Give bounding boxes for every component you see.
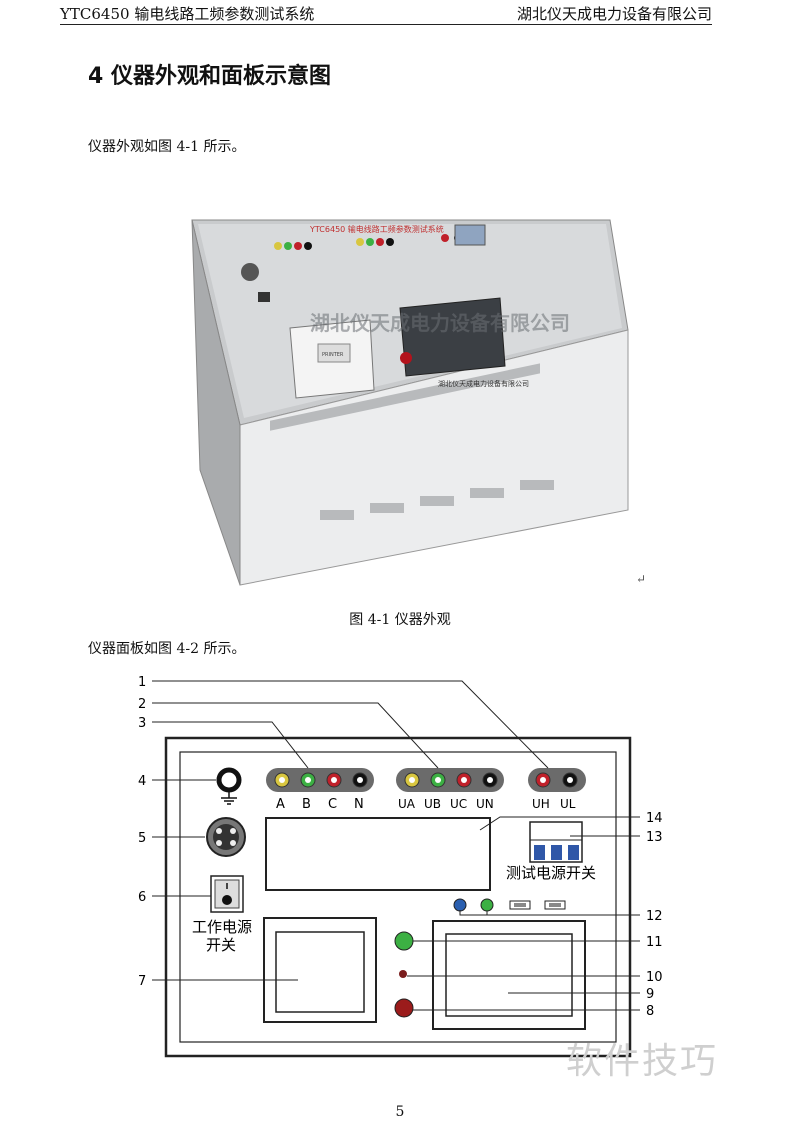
blue-indicator <box>453 898 467 912</box>
term1-c: C <box>328 797 337 812</box>
header-left: YTC6450 输电线路工频参数测试系统 <box>60 5 315 23</box>
printer-label: PRINTER <box>322 352 344 358</box>
term2-ub: UB <box>424 797 441 811</box>
term2-uc: UC <box>450 797 467 811</box>
callout-9: 9 <box>646 987 654 1002</box>
callout-5: 5 <box>138 831 146 846</box>
callout-7: 7 <box>138 974 146 989</box>
photo-company-plate: 湖北仪天成电力设备有限公司 <box>438 379 529 388</box>
work-power-label-1: 工作电源 <box>192 918 252 936</box>
callout-10: 10 <box>646 970 663 985</box>
callout-4: 4 <box>138 774 146 789</box>
red-button <box>394 998 414 1018</box>
test-power-label: 测试电源开关 <box>506 864 596 882</box>
term3-ul: UL <box>560 797 576 811</box>
section-title: 4 仪器外观和面板示意图 <box>88 64 331 89</box>
callout-13: 13 <box>646 830 663 845</box>
photo-panel-title: YTC6450 输电线路工频参数测试系统 <box>309 224 444 234</box>
ground-terminal-icon <box>216 767 242 793</box>
term3-uh: UH <box>532 797 550 811</box>
callout-6: 6 <box>138 890 146 905</box>
figure-1-caption: 图 4-1 仪器外观 <box>349 612 451 628</box>
corner-watermark: 软件技巧 <box>566 1041 719 1082</box>
callout-14: 14 <box>646 811 663 826</box>
callout-12: 12 <box>646 909 663 924</box>
paragraph-mark: ↵ <box>636 572 647 586</box>
page-number: 5 <box>395 1104 405 1120</box>
term2-ua: UA <box>398 797 416 811</box>
term1-b: B <box>302 797 311 812</box>
panel-diagram: A B C N UA UB UC UN UH UL 工作电源 开关 测试电源开关 <box>138 675 663 1058</box>
callout-1: 1 <box>138 675 146 690</box>
green-indicator <box>480 898 494 912</box>
lcd-display <box>265 817 491 891</box>
callout-3: 3 <box>138 716 146 731</box>
intro-paragraph-1: 仪器外观如图 4-1 所示。 <box>88 139 246 155</box>
page-header: YTC6450 输电线路工频参数测试系统 湖北仪天成电力设备有限公司 <box>60 0 712 25</box>
green-button <box>394 931 414 951</box>
term1-n: N <box>354 797 364 812</box>
device-photo: YTC6450 输电线路工频参数测试系统 PRINTER 湖北仪天成电力设备有限… <box>191 219 629 586</box>
intro-paragraph-2: 仪器面板如图 4-2 所示。 <box>88 641 246 657</box>
callout-11: 11 <box>646 935 663 950</box>
callout-8: 8 <box>646 1004 654 1019</box>
term2-un: UN <box>476 797 494 811</box>
small-indicator <box>399 970 407 978</box>
work-power-label-2: 开关 <box>206 936 236 954</box>
header-right: 湖北仪天成电力设备有限公司 <box>516 5 712 23</box>
callout-2: 2 <box>138 697 146 712</box>
term1-a: A <box>276 797 285 812</box>
photo-watermark: 湖北仪天成电力设备有限公司 <box>310 311 570 335</box>
